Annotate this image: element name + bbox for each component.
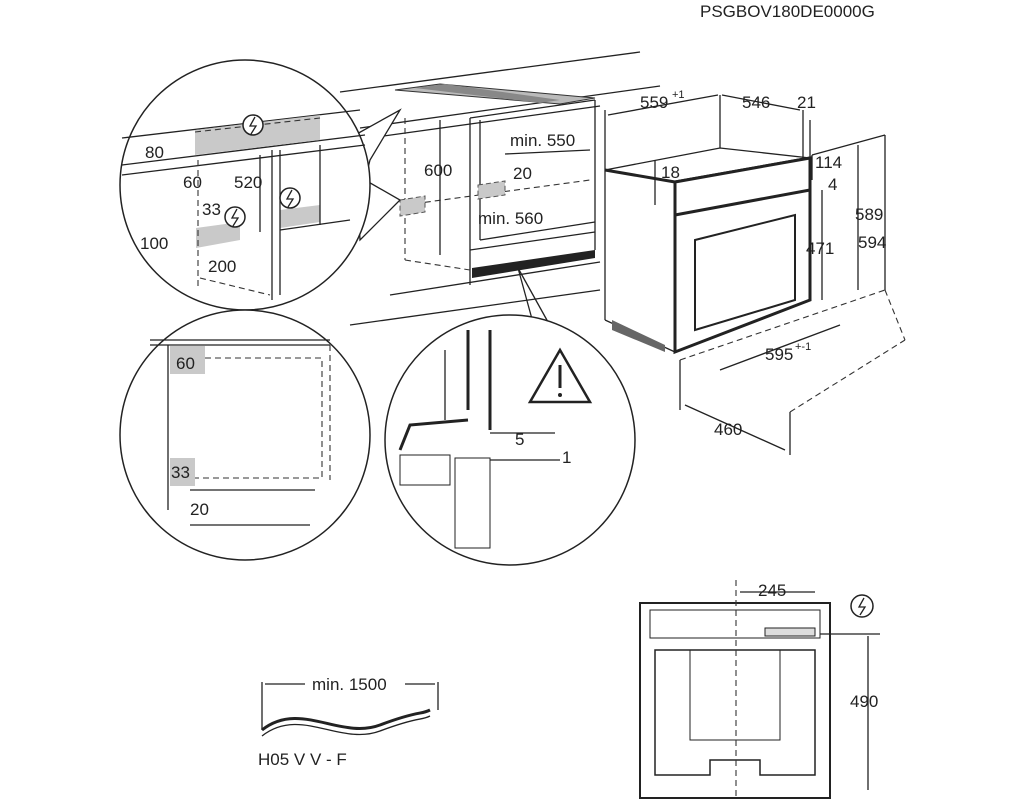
- dim-20-side: 20: [190, 500, 209, 519]
- cabinet-niche: 600 min. 550 20 min. 560: [399, 99, 596, 331]
- niche-depth-label: min. 550: [510, 131, 575, 150]
- dim-559: 559: [640, 93, 668, 112]
- dim-80: 80: [145, 143, 164, 162]
- detail-circle-warning: 5 1: [384, 314, 636, 566]
- dim-4: 4: [828, 175, 837, 194]
- electric-connection-icon: [279, 187, 301, 209]
- dim-594: 594: [858, 233, 886, 252]
- niche-width-label: min. 560: [478, 209, 543, 228]
- cable-length-label: min. 1500: [312, 675, 387, 694]
- dim-595-tolerance: +-1: [795, 341, 811, 353]
- dim-33: 33: [202, 200, 221, 219]
- dim-60: 60: [183, 173, 202, 192]
- dim-520: 520: [234, 173, 262, 192]
- countertop: [339, 51, 661, 326]
- niche-gap-label: 20: [513, 164, 532, 183]
- oven-3d-view: 559 +1 546 21 18 114 4 471 589 594 595 +…: [604, 89, 906, 455]
- dim-595: 595: [765, 345, 793, 364]
- dim-21: 21: [797, 93, 816, 112]
- warning-triangle-icon: [527, 347, 593, 404]
- dim-1: 1: [562, 448, 571, 467]
- niche-height-label: 600: [424, 161, 452, 180]
- dim-200: 200: [208, 257, 236, 276]
- electric-connection-icon: [850, 594, 874, 618]
- dim-5: 5: [515, 430, 524, 449]
- dim-245: 245: [758, 581, 786, 600]
- dim-589: 589: [855, 205, 883, 224]
- electric-connection-icon: [242, 114, 264, 136]
- dim-114: 114: [815, 153, 842, 172]
- dim-18: 18: [661, 163, 680, 182]
- model-code: PSGBOV180DE0000G: [700, 2, 875, 21]
- dim-471: 471: [806, 239, 834, 258]
- power-cable: min. 1500 H05 V V - F: [258, 675, 439, 769]
- dim-546: 546: [742, 93, 770, 112]
- detail-circle-side-gaps: 60 33 20: [119, 309, 371, 561]
- dim-559-tolerance: +1: [672, 89, 685, 101]
- dim-33-side: 33: [171, 463, 190, 482]
- dim-60-side: 60: [176, 354, 195, 373]
- detail-circle-power-outlets: 80 60 520 33 100 200: [119, 59, 402, 311]
- dim-460: 460: [714, 420, 742, 439]
- dim-100: 100: [140, 234, 168, 253]
- cable-type-label: H05 V V - F: [258, 750, 347, 769]
- electric-connection-icon: [224, 206, 246, 228]
- dim-490: 490: [850, 692, 878, 711]
- oven-rear-view: 245 490: [639, 580, 880, 800]
